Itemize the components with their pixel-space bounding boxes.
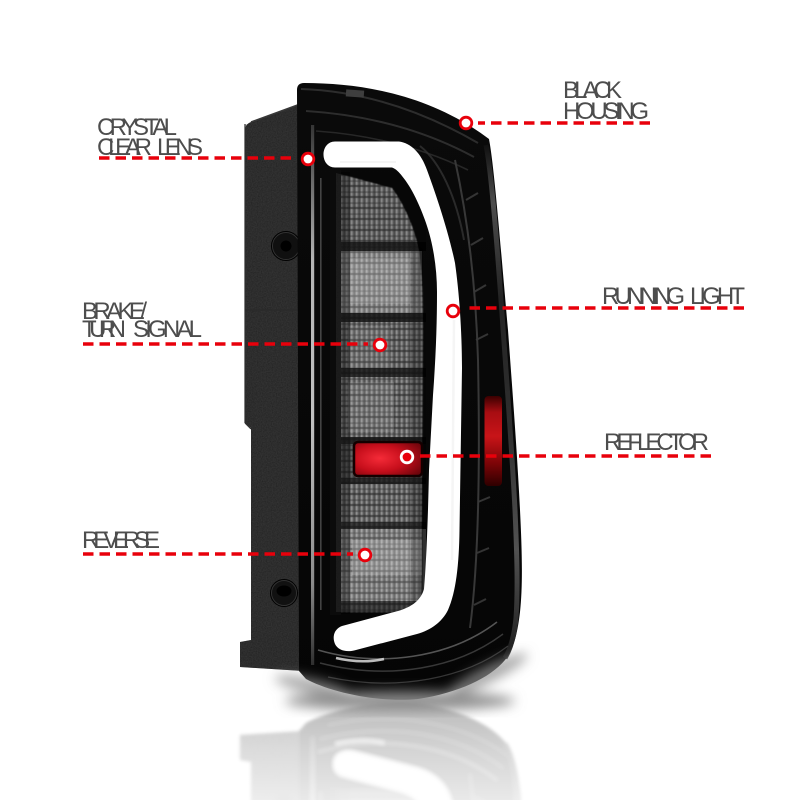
svg-text:CRYSTAL: CRYSTAL [97, 114, 177, 141]
svg-text:REVERSE: REVERSE [82, 527, 160, 554]
svg-text:BLACK: BLACK [563, 77, 622, 104]
svg-text:HOUSING: HOUSING [563, 98, 649, 125]
svg-text:BRAKE/: BRAKE/ [82, 298, 147, 325]
svg-text:REFLECTOR: REFLECTOR [604, 429, 709, 456]
